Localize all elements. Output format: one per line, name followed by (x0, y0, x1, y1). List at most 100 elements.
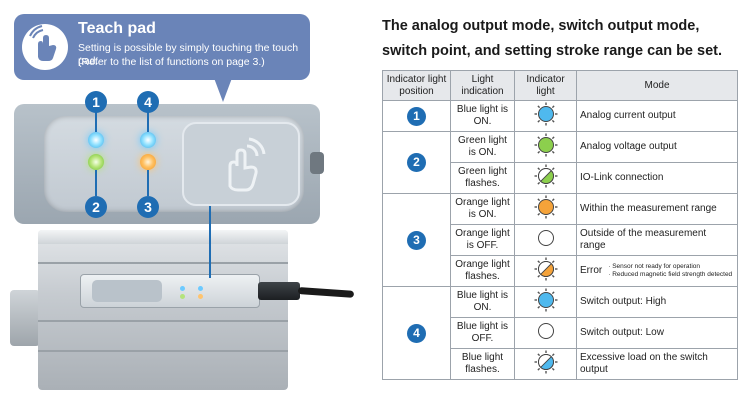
sensor-cable (297, 287, 355, 298)
cylinder-groove (38, 320, 288, 322)
table-header-row: Indicator light position Light indicatio… (382, 70, 738, 101)
mode-cell: Excessive load on the switch output (576, 348, 738, 380)
position-number-badge: 1 (407, 106, 426, 126)
indicator-cell (514, 224, 577, 256)
indication-cell: Orange light is OFF. (450, 224, 515, 256)
mode-cell: IO-Link connection (576, 162, 738, 194)
indicator-cell (514, 131, 577, 163)
indicator-light-icon (534, 257, 558, 284)
hand-touch-icon (22, 24, 68, 70)
marker-2: 2 (85, 196, 107, 218)
indicator-light-icon (534, 164, 558, 191)
heading-line-2: switch point, and setting stroke range c… (382, 43, 723, 59)
position-number-badge: 3 (407, 230, 426, 250)
teach-pad-illustration: Teach pad Setting is possible by simply … (0, 0, 355, 402)
table-row: Blue light flashes. Excessive load on the… (383, 348, 738, 380)
indication-cell: Green light flashes. (450, 162, 515, 194)
indicator-light-icon (534, 288, 558, 315)
indication-cell: Blue light is ON. (450, 286, 515, 318)
panel-screw (310, 152, 324, 174)
callout-title: Teach pad (78, 20, 156, 37)
cylinder-groove (38, 350, 288, 352)
cylinder-top-edge (38, 230, 288, 244)
indicator-cell (514, 255, 577, 287)
position-number-badge: 4 (407, 323, 426, 343)
indicator-mode-table: Indicator light position Light indicatio… (382, 70, 738, 380)
indication-cell: Blue light flashes. (450, 348, 515, 380)
position-number-badge: 2 (407, 153, 426, 172)
marker-stem (95, 170, 97, 196)
touch-pad-area (182, 122, 300, 206)
sensor-teach-pad (92, 280, 162, 302)
header-position: Indicator light position (382, 70, 451, 101)
table-row: Green light flashes. IO-Link connection (383, 162, 738, 194)
sensor-led-orange (198, 294, 203, 299)
indication-cell: Blue light is OFF. (450, 317, 515, 349)
marker-stem (147, 170, 149, 196)
teach-pad-callout: Teach pad Setting is possible by simply … (14, 14, 310, 80)
indicator-cell (514, 162, 577, 194)
mode-cell: Within the measurement range (576, 193, 738, 225)
touch-hand-icon (228, 137, 266, 192)
indicator-cell (514, 100, 577, 132)
callout-pointer (214, 78, 232, 102)
teach-pad-panel-closeup (14, 104, 324, 224)
indication-cell: Green light is ON. (450, 131, 515, 163)
led-position-2-green (88, 154, 104, 170)
position-cell: 1 (382, 100, 451, 132)
heading-line-1: The analog output mode, switch output mo… (382, 18, 700, 34)
device-end-block (10, 290, 40, 346)
header-indication: Light indication (450, 70, 515, 101)
indicator-cell (514, 317, 577, 349)
marker-stem (147, 112, 149, 132)
indicator-cell (514, 286, 577, 318)
leader-line (209, 206, 211, 278)
sensor-led-blue (180, 286, 185, 291)
marker-stem (95, 112, 97, 132)
table-row: 2 Green light is ON. Analog voltage output (382, 131, 738, 194)
table-row: 4 Blue light is ON. Switch output: High (382, 286, 738, 380)
indicator-light-icon (534, 133, 558, 160)
indication-cell: Blue light is ON. (450, 100, 515, 132)
mode-cell: Switch output: Low (576, 317, 738, 349)
header-mode: Mode (576, 70, 738, 101)
error-notes: · Sensor not ready for operation· Reduce… (608, 263, 732, 279)
marker-4: 4 (137, 91, 159, 113)
mode-cell: Analog voltage output (576, 131, 738, 163)
cable-connector (258, 282, 300, 300)
indicator-light-icon (534, 195, 558, 222)
led-position-1-blue (88, 132, 104, 148)
indicator-cell (514, 193, 577, 225)
position-cell: 4 (382, 286, 451, 380)
sensor-led-blue (198, 286, 203, 291)
indicator-light-icon (534, 323, 558, 346)
indicator-cell (514, 348, 577, 380)
indicator-light-icon (534, 350, 558, 377)
callout-text-line2: (Refer to the list of functions on page … (78, 56, 265, 68)
indication-cell: Orange light is ON. (450, 193, 515, 225)
header-indicator: Indicator light (514, 70, 577, 101)
marker-3: 3 (137, 196, 159, 218)
table-row: 1 Blue light is ON. Analog current output (382, 100, 738, 132)
error-note: · Reduced magnetic field strength detect… (608, 271, 733, 278)
position-cell: 2 (382, 131, 451, 194)
led-position-4-blue (140, 132, 156, 148)
mode-cell: Analog current output (576, 100, 738, 132)
table-row: Orange light flashes. Error · Sensor not r… (383, 255, 738, 287)
position-cell: 3 (382, 193, 451, 287)
indication-cell: Orange light flashes. (450, 255, 515, 287)
mode-cell: Switch output: High (576, 286, 738, 318)
sensor-led-green (180, 294, 185, 299)
indicator-light-icon (534, 102, 558, 129)
table-row: 3 Orange light is ON. Within the measureme… (382, 193, 738, 287)
cylinder-groove (38, 262, 288, 264)
cylinder-body (38, 230, 288, 390)
mode-label: Error (580, 265, 603, 276)
callout-text-line1: Setting is possible by simply touching t… (78, 42, 299, 67)
marker-1: 1 (85, 91, 107, 113)
description-heading: The analog output mode, switch output mo… (382, 14, 732, 64)
mode-cell: Outside of the measurement range (576, 224, 738, 256)
mode-cell: Error · Sensor not ready for operation· R… (576, 255, 738, 287)
error-note: · Sensor not ready for operation (608, 263, 701, 270)
